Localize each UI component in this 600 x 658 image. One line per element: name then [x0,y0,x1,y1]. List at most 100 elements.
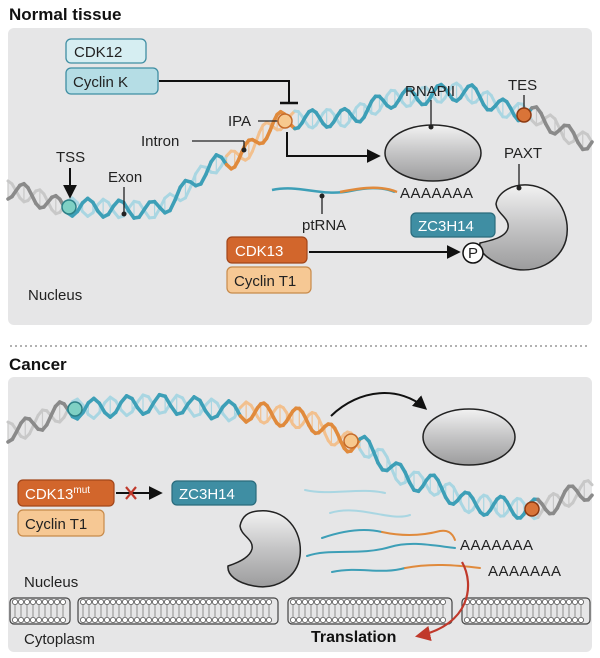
lipid-head [181,617,188,624]
lipid-head [139,599,146,606]
lipid-head [127,599,134,606]
cancer-panel: Cancer CDK13mut Cyclin T1 ZC3H14 [6,355,594,652]
lipid-head [301,599,308,606]
lipid-head [17,599,24,606]
lipid-head [512,617,519,624]
dna-cancer-strand [586,479,594,487]
lipid-head [385,617,392,624]
normal-tissue-panel: Normal tissue TSS Exon Intron IPA CDK12 … [6,5,594,325]
lipid-head [193,617,200,624]
lipid-head [325,617,332,624]
lipid-head [229,599,236,606]
lipid-head [145,599,152,606]
zc3h14-box-cancer [171,480,257,506]
lipid-head [578,599,585,606]
lipid-head [110,617,117,624]
lipid-head [205,599,212,606]
lipid-head [151,599,158,606]
lipid-head [199,599,206,606]
lipid-head [421,599,428,606]
lipid-head [409,599,416,606]
lipid-head [355,599,362,606]
lipid-head [122,599,129,606]
lipid-head [259,617,266,624]
lipid-head [463,617,470,624]
nucleus-label-bottom: Nucleus [24,574,78,591]
lipid-head [530,599,537,606]
lipid-head [536,617,543,624]
lipid-head [217,599,224,606]
dna-cancer-strand [221,412,231,423]
dna-normal-strand [173,185,183,202]
zc3h14-box [410,212,496,238]
lipid-head [289,599,296,606]
lipid-head [29,599,36,606]
lipid-head [217,617,224,624]
lipid-head [487,617,494,624]
lipid-head [48,599,55,606]
dna-cancer-strand [186,406,196,418]
lipid-head [505,617,512,624]
dna-helix-normal [6,81,594,220]
cdk13-mut-name: CDK13 [25,486,73,503]
lipid-head [415,617,422,624]
lipid-head [169,617,176,624]
rnapii-dot [428,124,434,130]
paxt-complex [479,184,568,271]
lipid-head [80,599,87,606]
lipid-head [98,617,105,624]
lipid-head [566,617,573,624]
lipid-head [542,599,549,606]
exon-label: Exon [108,169,142,186]
lipid-head [29,617,36,624]
dna-normal-strand [553,117,562,131]
nucleus-label-top: Nucleus [28,287,82,304]
lipid-head [548,599,555,606]
lipid-head [54,617,61,624]
cdk13-mut-superscript: mut [73,485,90,496]
cdk13-label: CDK13 [235,243,283,260]
lipid-head [373,599,380,606]
lipid-head [343,599,350,606]
lipid-head [289,617,296,624]
lipid-head [325,599,332,606]
lipid-head [295,617,302,624]
lipid-head [110,599,117,606]
cyclin-t1-label: Cyclin T1 [234,273,296,290]
lipid-head [343,617,350,624]
lipid-head [349,599,356,606]
lipid-head [211,599,218,606]
lipid-head [512,599,519,606]
lipid-head [397,617,404,624]
lipid-head [355,617,362,624]
lipid-head [385,599,392,606]
lipid-head [116,599,123,606]
dna-cancer-strand [81,401,91,415]
lipid-head [127,617,134,624]
rnapii-release-arrow [330,392,428,417]
lipid-head [487,599,494,606]
lipid-head [145,617,152,624]
lipid-head [493,617,500,624]
rnapii-protein-cancer [422,408,516,466]
lipid-head [116,617,123,624]
dna-normal-strand [168,197,177,213]
ipa-site [277,113,293,129]
lipid-head [241,599,248,606]
transcription-arrow [286,132,381,163]
ptrna-polya-tail: AAAAAAA [400,185,474,202]
lipid-head [524,599,531,606]
tes-site [516,107,532,123]
cyclin-t1-box-cancer [17,509,105,537]
lipid-head [223,617,230,624]
dna-cancer-strand [28,423,36,436]
rnapii-label: RNAPII [405,83,455,100]
lipid-head [48,617,55,624]
cyclin-t1-box [226,266,312,294]
lipid-head [319,617,326,624]
lipid-head [331,599,338,606]
cdk13-mut-label: CDK13mut [25,485,90,503]
lipid-head [469,617,476,624]
lipid-head [427,599,434,606]
intron-label: Intron [141,133,179,150]
